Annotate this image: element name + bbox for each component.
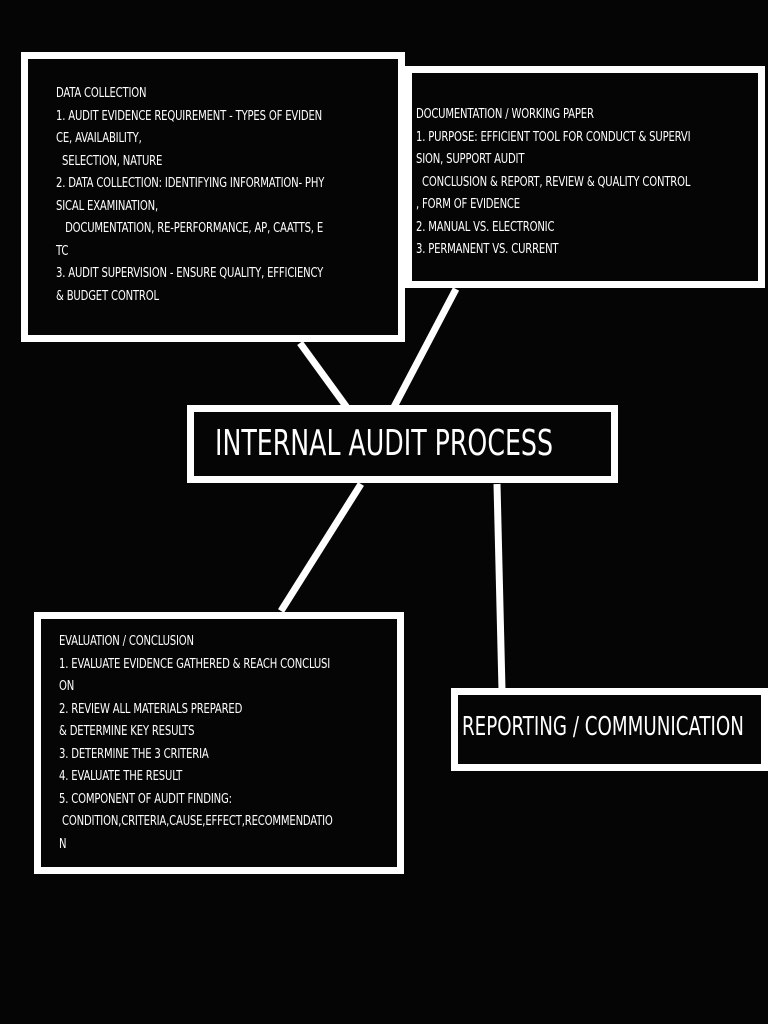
connector-evaluation: [278, 482, 364, 613]
data-collection-line: & BUDGET CONTROL: [56, 288, 159, 304]
data-collection-line: 1. AUDIT EVIDENCE REQUIREMENT - TYPES OF…: [56, 108, 323, 124]
evaluation-line: & DETERMINE KEY RESULTS: [59, 724, 195, 739]
documentation-line: SION, SUPPORT AUDIT: [416, 152, 525, 167]
documentation-line: , FORM OF EVIDENCE: [416, 197, 520, 212]
reporting-title: REPORTING / COMMUNICATION: [462, 712, 744, 742]
evaluation-line: 5. COMPONENT OF AUDIT FINDING:: [59, 791, 232, 807]
evaluation-line: 2. REVIEW ALL MATERIALS PREPARED: [59, 701, 243, 717]
documentation-line: CONCLUSION & REPORT, REVIEW & QUALITY CO…: [416, 174, 691, 190]
data-collection-box: DATA COLLECTION 1. AUDIT EVIDENCE REQUIR…: [21, 52, 405, 342]
data-collection-heading: DATA COLLECTION: [56, 86, 147, 101]
documentation-line: 3. PERMANENT VS. CURRENT: [416, 242, 559, 257]
evaluation-line: 1. EVALUATE EVIDENCE GATHERED & REACH CO…: [59, 656, 331, 672]
evaluation-line: CONDITION,CRITERIA,CAUSE,EFFECT,RECOMMEN…: [59, 814, 333, 829]
evaluation-line: N: [59, 836, 67, 852]
connector-documentation: [390, 287, 460, 409]
central-topic-title: INTERNAL AUDIT PROCESS: [215, 423, 554, 464]
data-collection-line: TC: [56, 243, 69, 259]
data-collection-line: SELECTION, NATURE: [56, 153, 163, 169]
documentation-line: 1. PURPOSE: EFFICIENT TOOL FOR CONDUCT &…: [416, 129, 691, 145]
evaluation-box: EVALUATION / CONCLUSION 1. EVALUATE EVID…: [34, 612, 404, 874]
connector-data-collection: [297, 340, 351, 412]
data-collection-line: DOCUMENTATION, RE-PERFORMANCE, AP, CAATT…: [56, 221, 324, 236]
evaluation-line: 3. DETERMINE THE 3 CRITERIA: [59, 746, 209, 762]
documentation-heading: DOCUMENTATION / WORKING PAPER: [416, 107, 594, 122]
reporting-box: REPORTING / COMMUNICATION: [451, 688, 768, 771]
data-collection-line: 3. AUDIT SUPERVISION - ENSURE QUALITY, E…: [56, 266, 324, 281]
connector-reporting: [493, 483, 506, 691]
documentation-line: 2. MANUAL VS. ELECTRONIC: [416, 219, 555, 235]
central-topic-box: INTERNAL AUDIT PROCESS: [187, 405, 618, 483]
evaluation-line: 4. EVALUATE THE RESULT: [59, 769, 183, 784]
evaluation-heading: EVALUATION / CONCLUSION: [59, 634, 194, 649]
evaluation-line: ON: [59, 679, 75, 694]
data-collection-line: SICAL EXAMINATION,: [56, 198, 158, 214]
data-collection-line: CE, AVAILABILITY,: [56, 131, 142, 146]
data-collection-line: 2. DATA COLLECTION: IDENTIFYING INFORMAT…: [56, 176, 325, 191]
documentation-box: DOCUMENTATION / WORKING PAPER 1. PURPOSE…: [405, 66, 765, 288]
